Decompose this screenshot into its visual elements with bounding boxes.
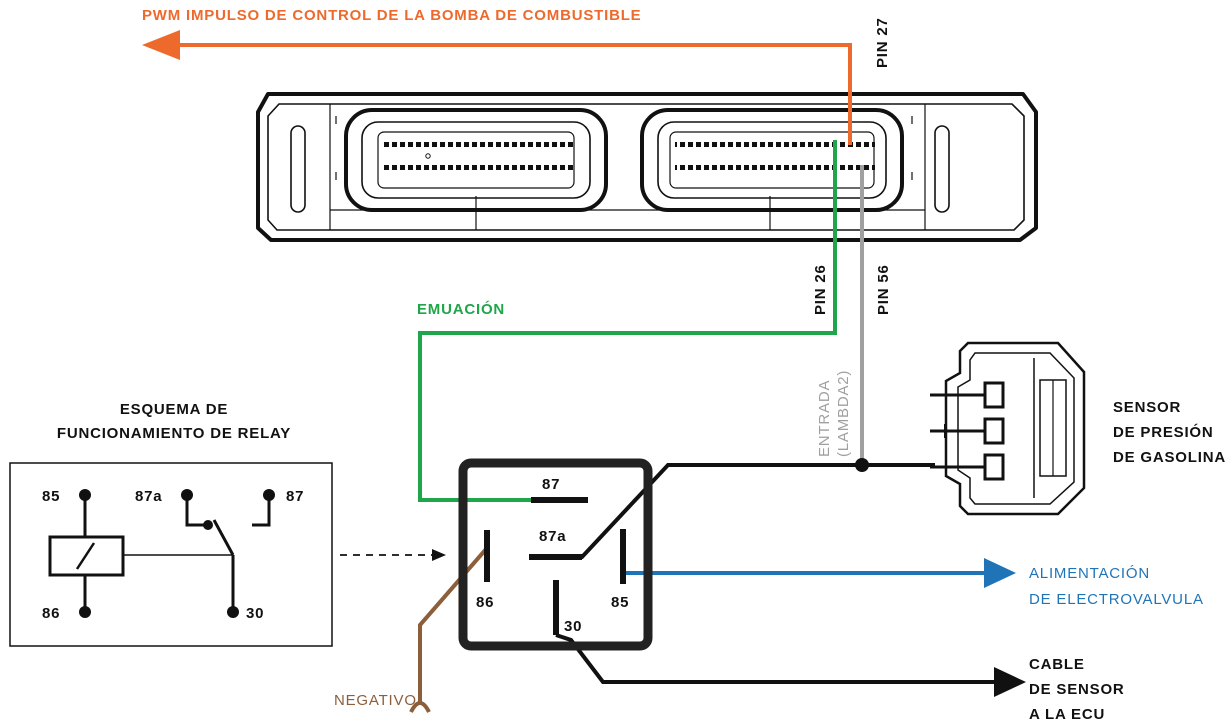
schema-title-line2: FUNCIONAMIENTO DE RELAY	[57, 425, 291, 442]
relay-terminal-86	[484, 530, 490, 582]
negative-wire	[409, 546, 489, 713]
cable-label-line1: CABLE	[1029, 656, 1085, 673]
relay	[458, 458, 653, 651]
power-label-line2: DE ELECTROVALVULA	[1029, 591, 1204, 608]
pin27-label: PIN 27	[874, 17, 891, 68]
entrada-label: ENTRADA	[816, 380, 833, 457]
sensor-signal-wire	[531, 463, 935, 559]
sensor-label-line1: SENSOR	[1113, 399, 1181, 416]
relay-pin-87-label: 87	[542, 476, 560, 493]
lambda2-label: (LAMBDA2)	[835, 370, 852, 457]
ecu-unit	[256, 92, 1038, 242]
ecu-connector-right	[640, 108, 913, 230]
pwm-wire	[142, 30, 852, 145]
schema-pin-87: 87	[286, 488, 304, 505]
emulation-wire	[418, 140, 837, 502]
relay-pin-86-label: 86	[476, 594, 494, 611]
junction-dot	[855, 458, 869, 472]
cable-label-line3: A LA ECU	[1029, 706, 1105, 723]
schema-pin-86: 86	[42, 605, 60, 622]
ecu-cable-wire	[555, 633, 1026, 697]
schema-pin-85: 85	[42, 488, 60, 505]
schema-pin-30: 30	[246, 605, 264, 622]
schema-title-line1: ESQUEMA DE	[120, 401, 228, 418]
pin56-label: PIN 56	[875, 264, 892, 315]
schema-pin-87a: 87a	[135, 488, 162, 505]
emulation-label: EMUACIÓN	[417, 300, 505, 318]
relay-terminal-87a	[529, 554, 582, 560]
sensor-label-line2: DE PRESIÓN	[1113, 423, 1214, 441]
schema-pointer-arrow	[340, 549, 446, 561]
relay-terminal-87	[531, 497, 588, 503]
pressure-sensor	[930, 341, 1086, 516]
relay-pin-85-label: 85	[611, 594, 629, 611]
negative-label: NEGATIVO	[334, 692, 417, 709]
relay-pin-87a-label: 87a	[539, 528, 566, 545]
sensor-label-line3: DE GASOLINA	[1113, 449, 1226, 466]
power-wire	[626, 558, 1016, 588]
relay-terminal-85	[620, 529, 626, 584]
pwm-title: PWM IMPULSO DE CONTROL DE LA BOMBA DE CO…	[142, 7, 641, 24]
relay-pin-30-label: 30	[564, 618, 582, 635]
relay-schema-box	[9, 462, 333, 647]
relay-terminal-30	[553, 580, 559, 635]
power-label-line1: ALIMENTACIÓN	[1029, 565, 1150, 582]
cable-label-line2: DE SENSOR	[1029, 681, 1125, 698]
pin26-label: PIN 26	[812, 264, 829, 315]
ecu-connector-left	[335, 108, 608, 230]
